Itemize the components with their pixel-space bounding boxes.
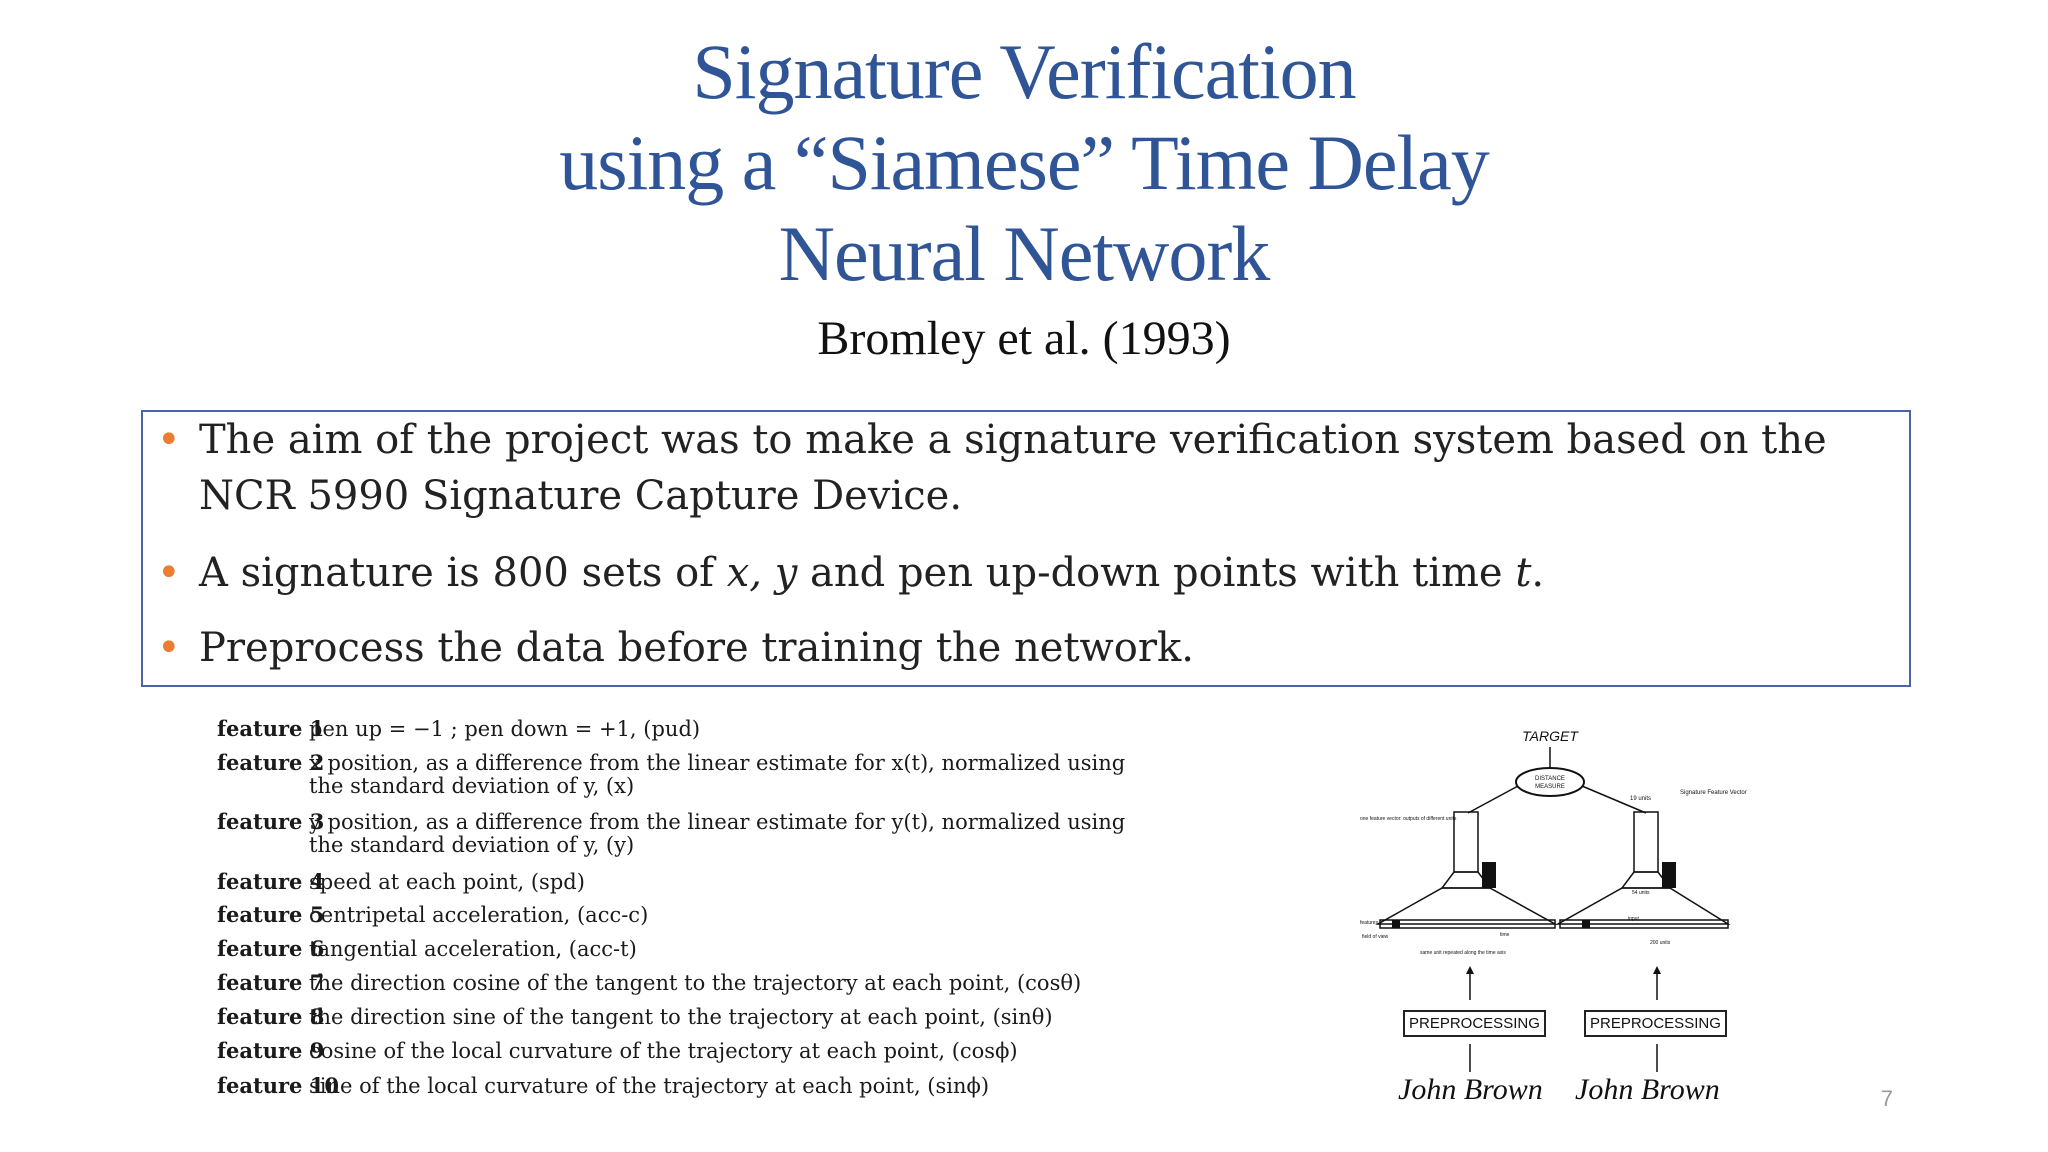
title-line-2: using a “Siamese” Time Delay (559, 119, 1490, 206)
title-line-1: Signature Verification (692, 28, 1356, 115)
slide-subtitle: Bromley et al. (1993) (817, 312, 1231, 365)
feature-label: feature 6 (217, 936, 325, 961)
slide-title: Signature Verification using a “Siamese”… (0, 26, 2048, 299)
feature-text: sine of the local curvature of the traje… (309, 1074, 990, 1098)
feature-label: feature 7 (217, 970, 325, 995)
bullet-2-math-xy: x, y (726, 550, 798, 596)
svg-text:19 units: 19 units (1630, 796, 1651, 802)
feature-label: feature 10 (217, 1073, 339, 1098)
bullet-1-line-2: NCR 5990 Signature Capture Device. (199, 473, 963, 519)
feature-row-continuation: the standard deviation of y, (x) (309, 774, 635, 798)
feature-row: feature 2x position, as a difference fro… (217, 750, 1125, 775)
feature-row: feature 8the direction sine of the tange… (217, 1004, 1053, 1029)
feature-text: centripetal acceleration, (acc-c) (309, 903, 649, 927)
svg-text:input: input (1628, 916, 1639, 922)
bullet-dot-icon: • (157, 550, 181, 596)
signature-left: John Brown (1398, 1073, 1543, 1106)
feature-label: feature 4 (217, 869, 325, 894)
network-diagram-icon: TARGET DISTANCE MEASURE 19 units Signatu… (1360, 728, 1747, 1072)
feature-label: feature 8 (217, 1004, 325, 1029)
feature-text: speed at each point, (spd) (309, 870, 585, 894)
feature-label: feature 5 (217, 902, 325, 927)
distance-node (1515, 767, 1585, 797)
feature-label: feature 9 (217, 1038, 325, 1063)
bullet-1-line-1: The aim of the project was to make a sig… (199, 417, 1827, 463)
bullet-3-text: Preprocess the data before training the … (199, 625, 1194, 671)
bullet-dot-icon: • (157, 417, 181, 463)
svg-text:time: time (1500, 932, 1510, 938)
feature-row: feature 9cosine of the local curvature o… (217, 1038, 1018, 1063)
feature-row: feature 3y position, as a difference fro… (217, 809, 1125, 834)
bullet-2-math-t: t (1515, 550, 1532, 596)
feature-text: the direction sine of the tangent to the… (309, 1005, 1053, 1029)
feature-label: feature 1 (217, 716, 325, 741)
feature-row: feature 5centripetal acceleration, (acc-… (217, 902, 648, 927)
page-number: 7 (1880, 1086, 1893, 1111)
feature-label: feature 2 (217, 750, 325, 775)
feature-row: feature 4speed at each point, (spd) (217, 869, 585, 894)
target-label: TARGET (1522, 728, 1579, 744)
feature-text: tangential acceleration, (acc-t) (309, 937, 637, 961)
svg-text:same unit repeated along the t: same unit repeated along the time axis (1420, 950, 1506, 956)
bullet-2-text: A signature is 800 sets of x, y and pen … (199, 545, 1899, 601)
feature-text: y position, as a difference from the lin… (309, 810, 1126, 834)
feature-row-continuation: the standard deviation of y, (y) (309, 833, 635, 857)
feature-text: pen up = −1 ; pen down = +1, (pud) (309, 717, 701, 741)
signature-right: John Brown (1575, 1073, 1720, 1106)
preprocessing-left-box: PREPROCESSING (1403, 1010, 1546, 1037)
bullet-2-post: . (1531, 550, 1545, 596)
feature-text: the direction cosine of the tangent to t… (309, 971, 1082, 995)
feature-label: feature 3 (217, 809, 325, 834)
svg-text:54 units: 54 units (1632, 890, 1650, 896)
siamese-network-diagram: TARGET DISTANCE MEASURE 19 units Signatu… (1350, 720, 1750, 1120)
feature-text: cosine of the local curvature of the tra… (309, 1039, 1018, 1063)
svg-text:200 units: 200 units (1650, 940, 1671, 946)
title-line-3: Neural Network (778, 210, 1271, 297)
feature-row: feature 6tangential acceleration, (acc-t… (217, 936, 637, 961)
svg-text:features: features (1360, 920, 1379, 926)
feature-row: feature 1pen up = −1 ; pen down = +1, (p… (217, 716, 700, 741)
feature-text: x position, as a difference from the lin… (309, 751, 1126, 775)
bullet-dot-icon: • (157, 625, 181, 671)
bullet-2-pre: A signature is 800 sets of (199, 550, 727, 596)
bullet-box: • The aim of the project was to make a s… (141, 410, 1911, 687)
svg-text:Signature Feature Vector: Signature Feature Vector (1680, 790, 1747, 796)
feature-row: feature 10sine of the local curvature of… (217, 1073, 989, 1098)
preprocessing-right-box: PREPROCESSING (1584, 1010, 1727, 1037)
svg-text:one feature vector: outputs of: one feature vector: outputs of different… (1360, 816, 1457, 822)
feature-row: feature 7the direction cosine of the tan… (217, 970, 1081, 995)
svg-text:DISTANCE: DISTANCE (1535, 776, 1565, 782)
svg-text:field of view: field of view (1362, 934, 1389, 940)
svg-text:MEASURE: MEASURE (1535, 784, 1565, 790)
bullet-2-mid: and pen up-down points with time (797, 550, 1516, 596)
